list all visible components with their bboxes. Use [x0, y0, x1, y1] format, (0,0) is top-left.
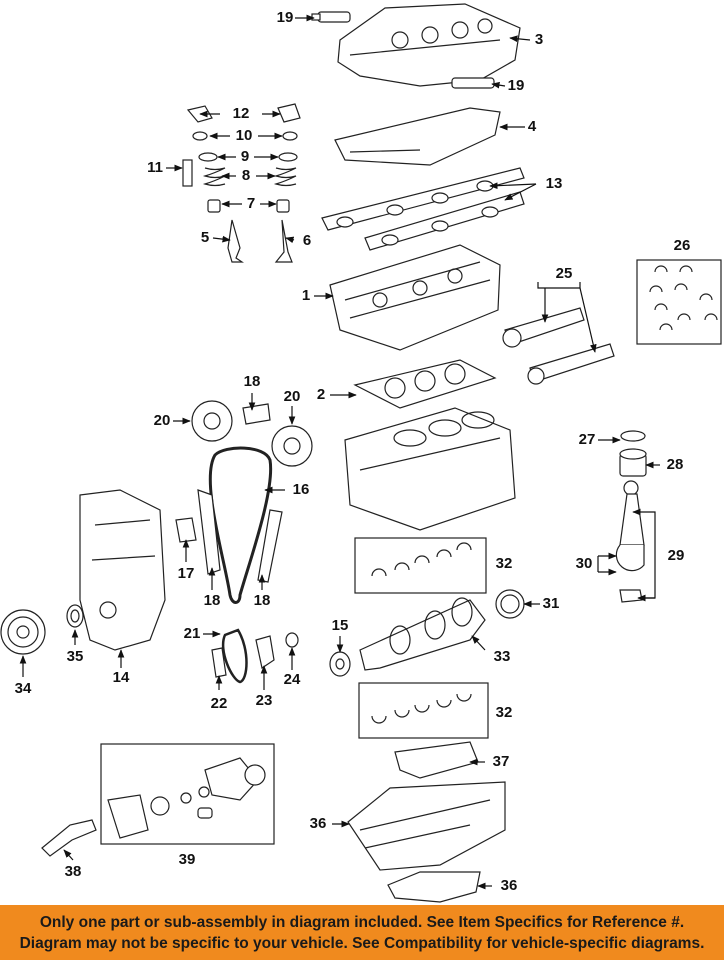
callout-31: 31 [542, 595, 560, 612]
callout-22: 22 [210, 695, 228, 712]
main-bearing-box-lower [358, 682, 489, 739]
ignition-coil-top [311, 11, 351, 23]
callout-17: 17 [177, 565, 195, 582]
chain-tensioner [175, 517, 197, 543]
callout-27: 27 [578, 431, 596, 448]
callout-4: 4 [527, 118, 537, 135]
callout-6: 6 [302, 232, 312, 249]
chain-guide-left [197, 489, 221, 575]
front-seal [66, 604, 84, 628]
callout-20: 20 [153, 412, 171, 429]
callout-21: 21 [183, 625, 201, 642]
callout-7: 7 [246, 195, 256, 212]
callout-8: 8 [241, 167, 251, 184]
engine-parts-diagram [0, 3, 722, 903]
head-gasket [353, 359, 497, 409]
main-bearing-box-upper [354, 537, 487, 594]
callout-25: 25 [555, 265, 573, 282]
main-bearings-lower [371, 693, 472, 724]
valve-cover [337, 3, 521, 87]
valve-train-parts [182, 103, 301, 263]
callout-16: 16 [292, 481, 310, 498]
main-bearings-upper [371, 542, 472, 577]
chain-guide-right [257, 509, 283, 583]
callout-38: 38 [64, 863, 82, 880]
bearing-inserts [649, 265, 718, 331]
callout-37: 37 [492, 753, 510, 770]
timing-cover-detail [91, 519, 156, 619]
piston [619, 430, 647, 477]
disclaimer-line-2: Diagram may not be specific to your vehi… [19, 934, 705, 952]
camshaft-actuators [502, 307, 615, 385]
camshafts [321, 167, 525, 251]
callout-9: 9 [240, 148, 250, 165]
callout-10: 10 [235, 127, 253, 144]
callout-1: 1 [301, 287, 311, 304]
connecting-rod [615, 480, 645, 603]
callout-18: 18 [243, 373, 261, 390]
crank-pulley [0, 609, 46, 655]
callout-14: 14 [112, 669, 130, 686]
oil-pan [347, 781, 506, 871]
disclaimer-banner: Only one part or sub-assembly in diagram… [0, 905, 724, 960]
crankshaft-webs [389, 597, 473, 655]
leader-lines [19, 14, 660, 890]
oil-pan-detail [359, 799, 491, 849]
callout-12: 12 [232, 105, 250, 122]
callout-24: 24 [283, 671, 301, 688]
callout-23: 23 [255, 692, 273, 709]
callout-36: 36 [309, 815, 327, 832]
timing-cover [79, 489, 166, 651]
timing-chain [208, 446, 273, 604]
callout-15: 15 [331, 617, 349, 634]
crank-sprocket [329, 651, 351, 677]
callout-18: 18 [203, 592, 221, 609]
callout-36: 36 [500, 877, 518, 894]
callout-13: 13 [545, 175, 563, 192]
callout-35: 35 [66, 648, 84, 665]
callout-26: 26 [673, 237, 691, 254]
engine-block-detail [359, 411, 501, 471]
callout-11: 11 [147, 159, 163, 176]
cylinder-head-detail [344, 261, 491, 319]
callout-32: 32 [495, 555, 513, 572]
lower-oil-pan [387, 871, 481, 903]
crankshaft [359, 599, 486, 671]
valve-cover-gasket [334, 107, 501, 166]
callout-18: 18 [253, 592, 271, 609]
cylinder-head [329, 244, 501, 351]
oil-pump-box [100, 743, 275, 845]
engine-block [344, 407, 516, 531]
oil-pump-parts [107, 757, 266, 839]
ignition-coil-lower [451, 77, 495, 89]
callout-29: 29 [667, 547, 685, 564]
oil-pickup [41, 819, 97, 857]
cam-sprockets [191, 400, 313, 467]
callout-34: 34 [14, 680, 32, 697]
callout-28: 28 [666, 456, 684, 473]
callout-5: 5 [200, 229, 210, 246]
callout-32: 32 [495, 704, 513, 721]
oil-baffle [394, 741, 479, 779]
oil-pump-drive [211, 628, 299, 684]
disclaimer-line-1: Only one part or sub-assembly in diagram… [39, 913, 685, 931]
head-gasket-bores [384, 363, 466, 399]
bearing-set-box [636, 259, 722, 345]
callout-2: 2 [316, 386, 326, 403]
callout-19: 19 [276, 9, 294, 26]
callout-33: 33 [493, 648, 511, 665]
callout-3: 3 [534, 31, 544, 48]
callout-20: 20 [283, 388, 301, 405]
callout-39: 39 [178, 851, 196, 868]
callout-30: 30 [575, 555, 593, 572]
rear-seal [495, 589, 525, 619]
valve-cover-detail [349, 18, 501, 56]
callout-19: 19 [507, 77, 525, 94]
